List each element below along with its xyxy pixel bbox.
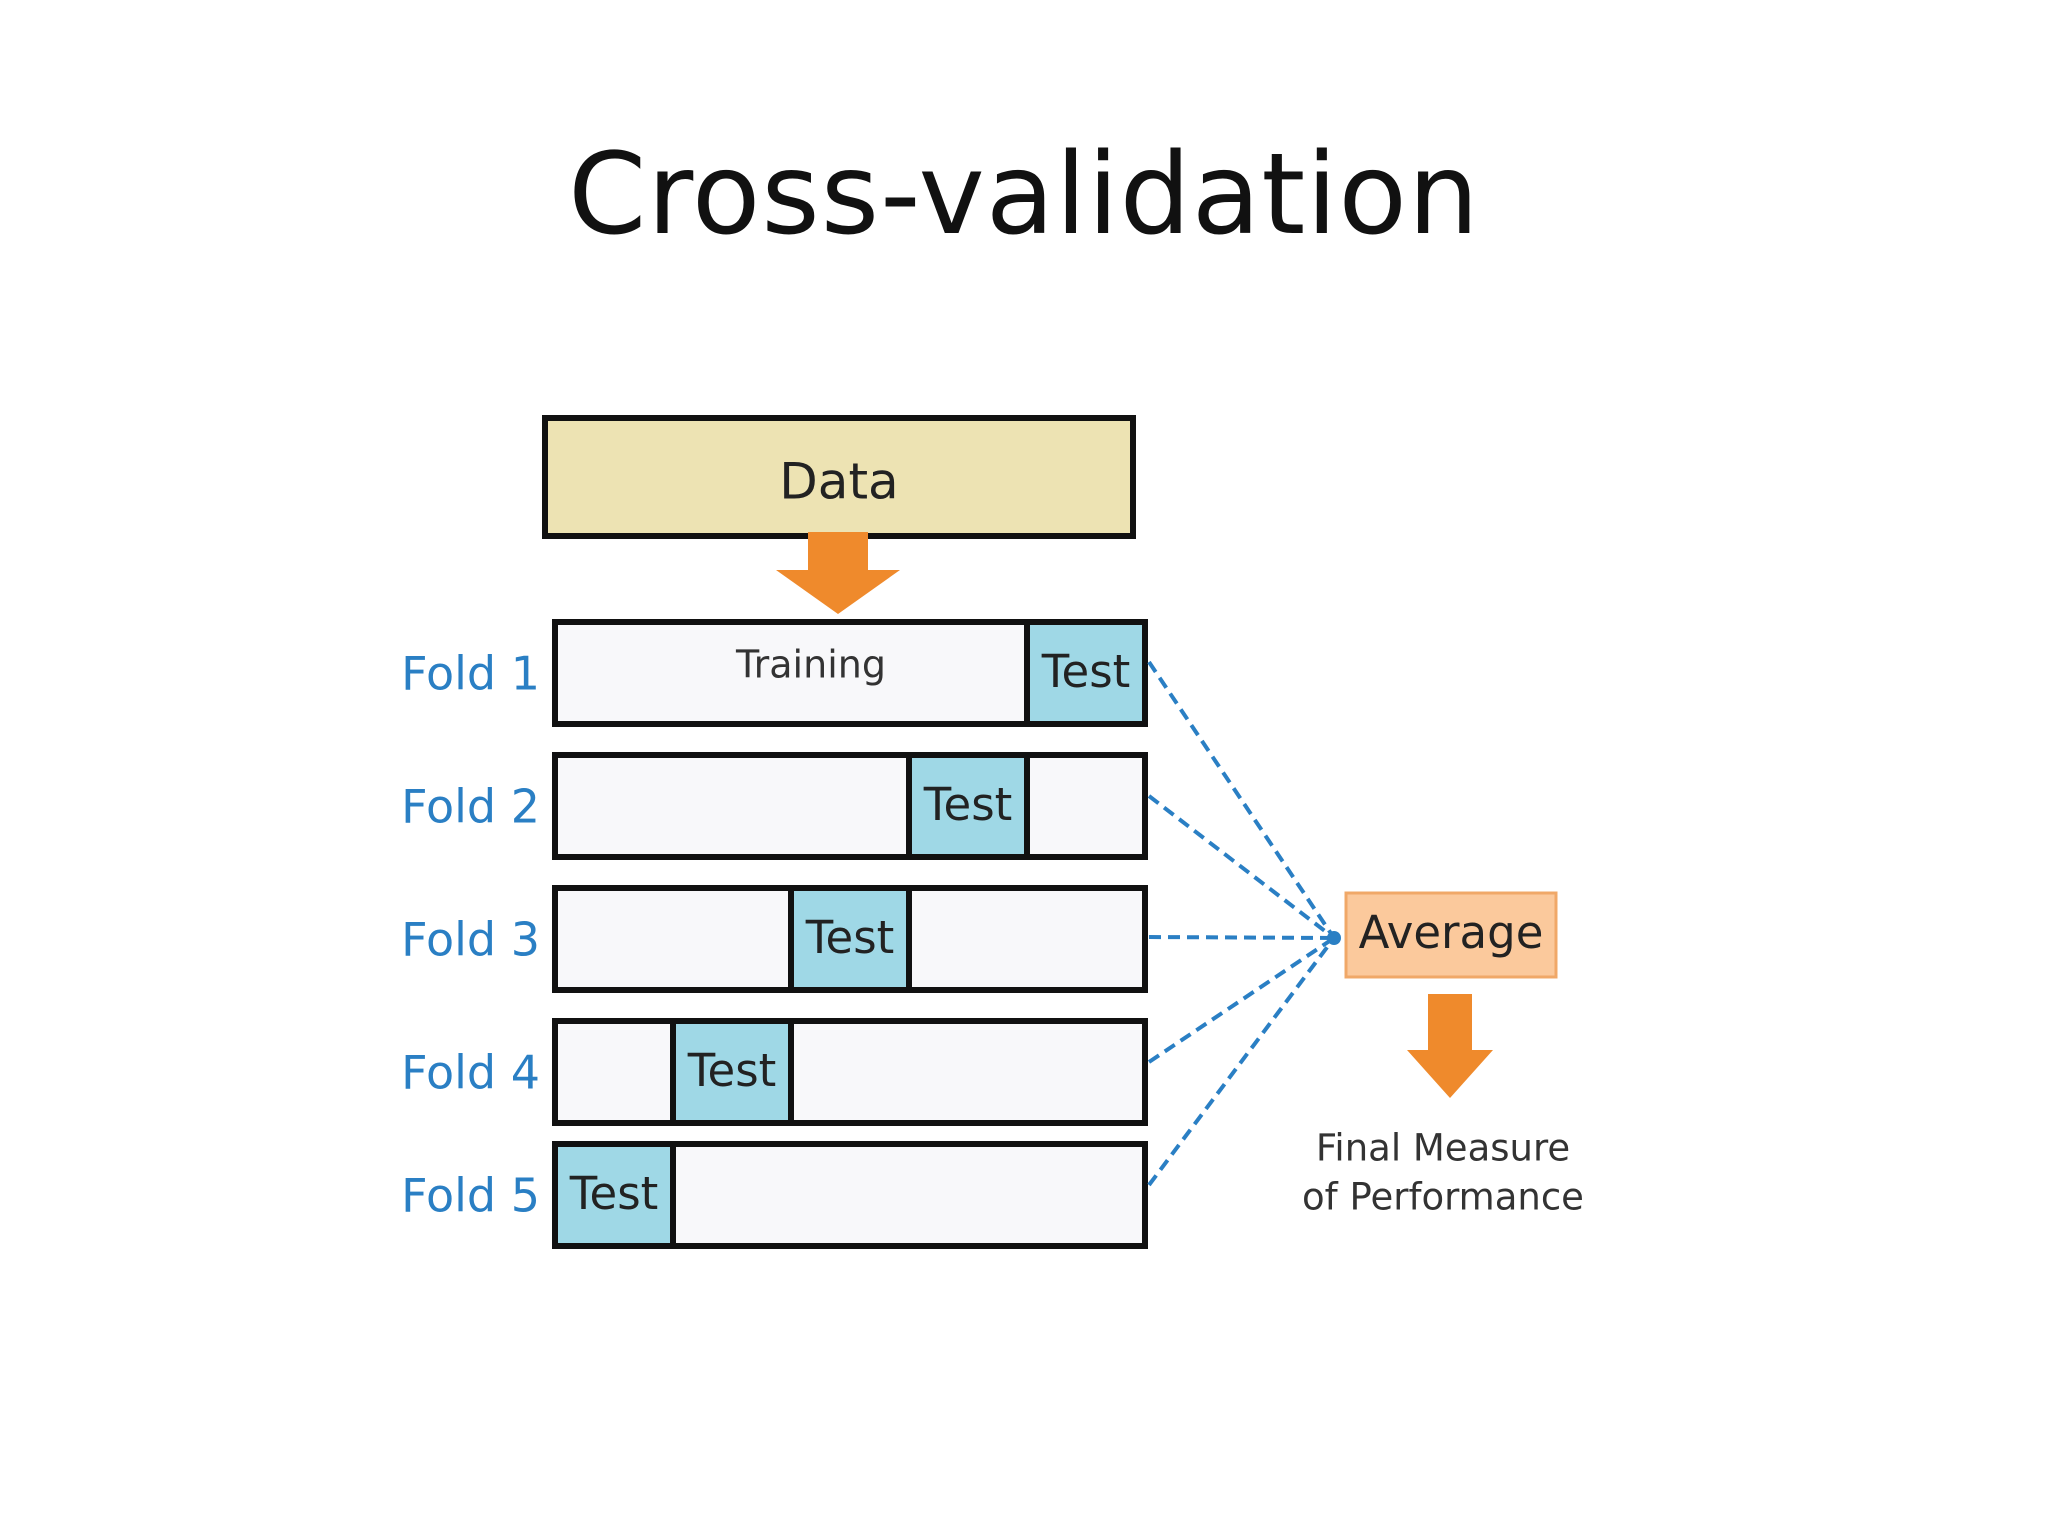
fold-5-test-label: Test: [569, 1167, 659, 1220]
fold-4-connector: [1147, 936, 1336, 1064]
fold-3-test-label: Test: [805, 911, 895, 964]
fold-1-training-label: Training: [735, 643, 886, 687]
fold-1-test-label: Test: [1041, 645, 1131, 698]
data-box: Data: [542, 415, 1136, 539]
fold-2-test-label: Test: [923, 778, 1013, 831]
fold-2-test-segment: [906, 752, 1030, 860]
fold-5-label: Fold 5: [401, 1169, 540, 1223]
connectors-group: [1147, 660, 1341, 1187]
fold-4-test-segment: [670, 1018, 794, 1126]
fold-5-test-segment: [552, 1141, 676, 1249]
fold-row-5: Test Fold 5: [401, 1141, 1148, 1249]
fold-row-1: Test Training Fold 1: [401, 619, 1148, 727]
fold-1-label: Fold 1: [401, 647, 540, 701]
data-box-label: Data: [779, 453, 898, 511]
fold-1-test-segment: [1024, 619, 1148, 727]
final-measure-line1: Final Measure: [1316, 1127, 1570, 1170]
data-box-rect: [542, 415, 1136, 539]
average-box: Average: [1344, 891, 1558, 979]
average-label: Average: [1359, 906, 1544, 959]
fold-row-2: Test Fold 2: [401, 752, 1148, 860]
fold-3-label: Fold 3: [401, 913, 540, 967]
fold-row-4: Test Fold 4: [401, 1018, 1148, 1126]
fold-3-test-segment: [788, 885, 912, 993]
fold-4-test-label: Test: [687, 1044, 777, 1097]
data-down-arrow: [776, 532, 900, 614]
fold-4-label: Fold 4: [401, 1046, 540, 1100]
final-measure-line2: of Performance: [1302, 1176, 1584, 1219]
page-title: Cross-validation: [568, 130, 1480, 260]
fold-4-bar: [552, 1018, 1148, 1126]
fold-row-3: Test Fold 3: [401, 885, 1148, 993]
fold-2-connector: [1147, 794, 1336, 940]
fold-5-connector: [1147, 936, 1336, 1187]
fold-1-connector: [1147, 660, 1336, 940]
fold-3-connector: [1148, 935, 1335, 940]
fold-2-bar: [552, 752, 1148, 860]
fold-2-label: Fold 2: [401, 780, 540, 834]
average-box-rect: [1344, 891, 1558, 979]
average-down-arrow: [1407, 994, 1493, 1098]
connector-junction: [1327, 931, 1341, 945]
